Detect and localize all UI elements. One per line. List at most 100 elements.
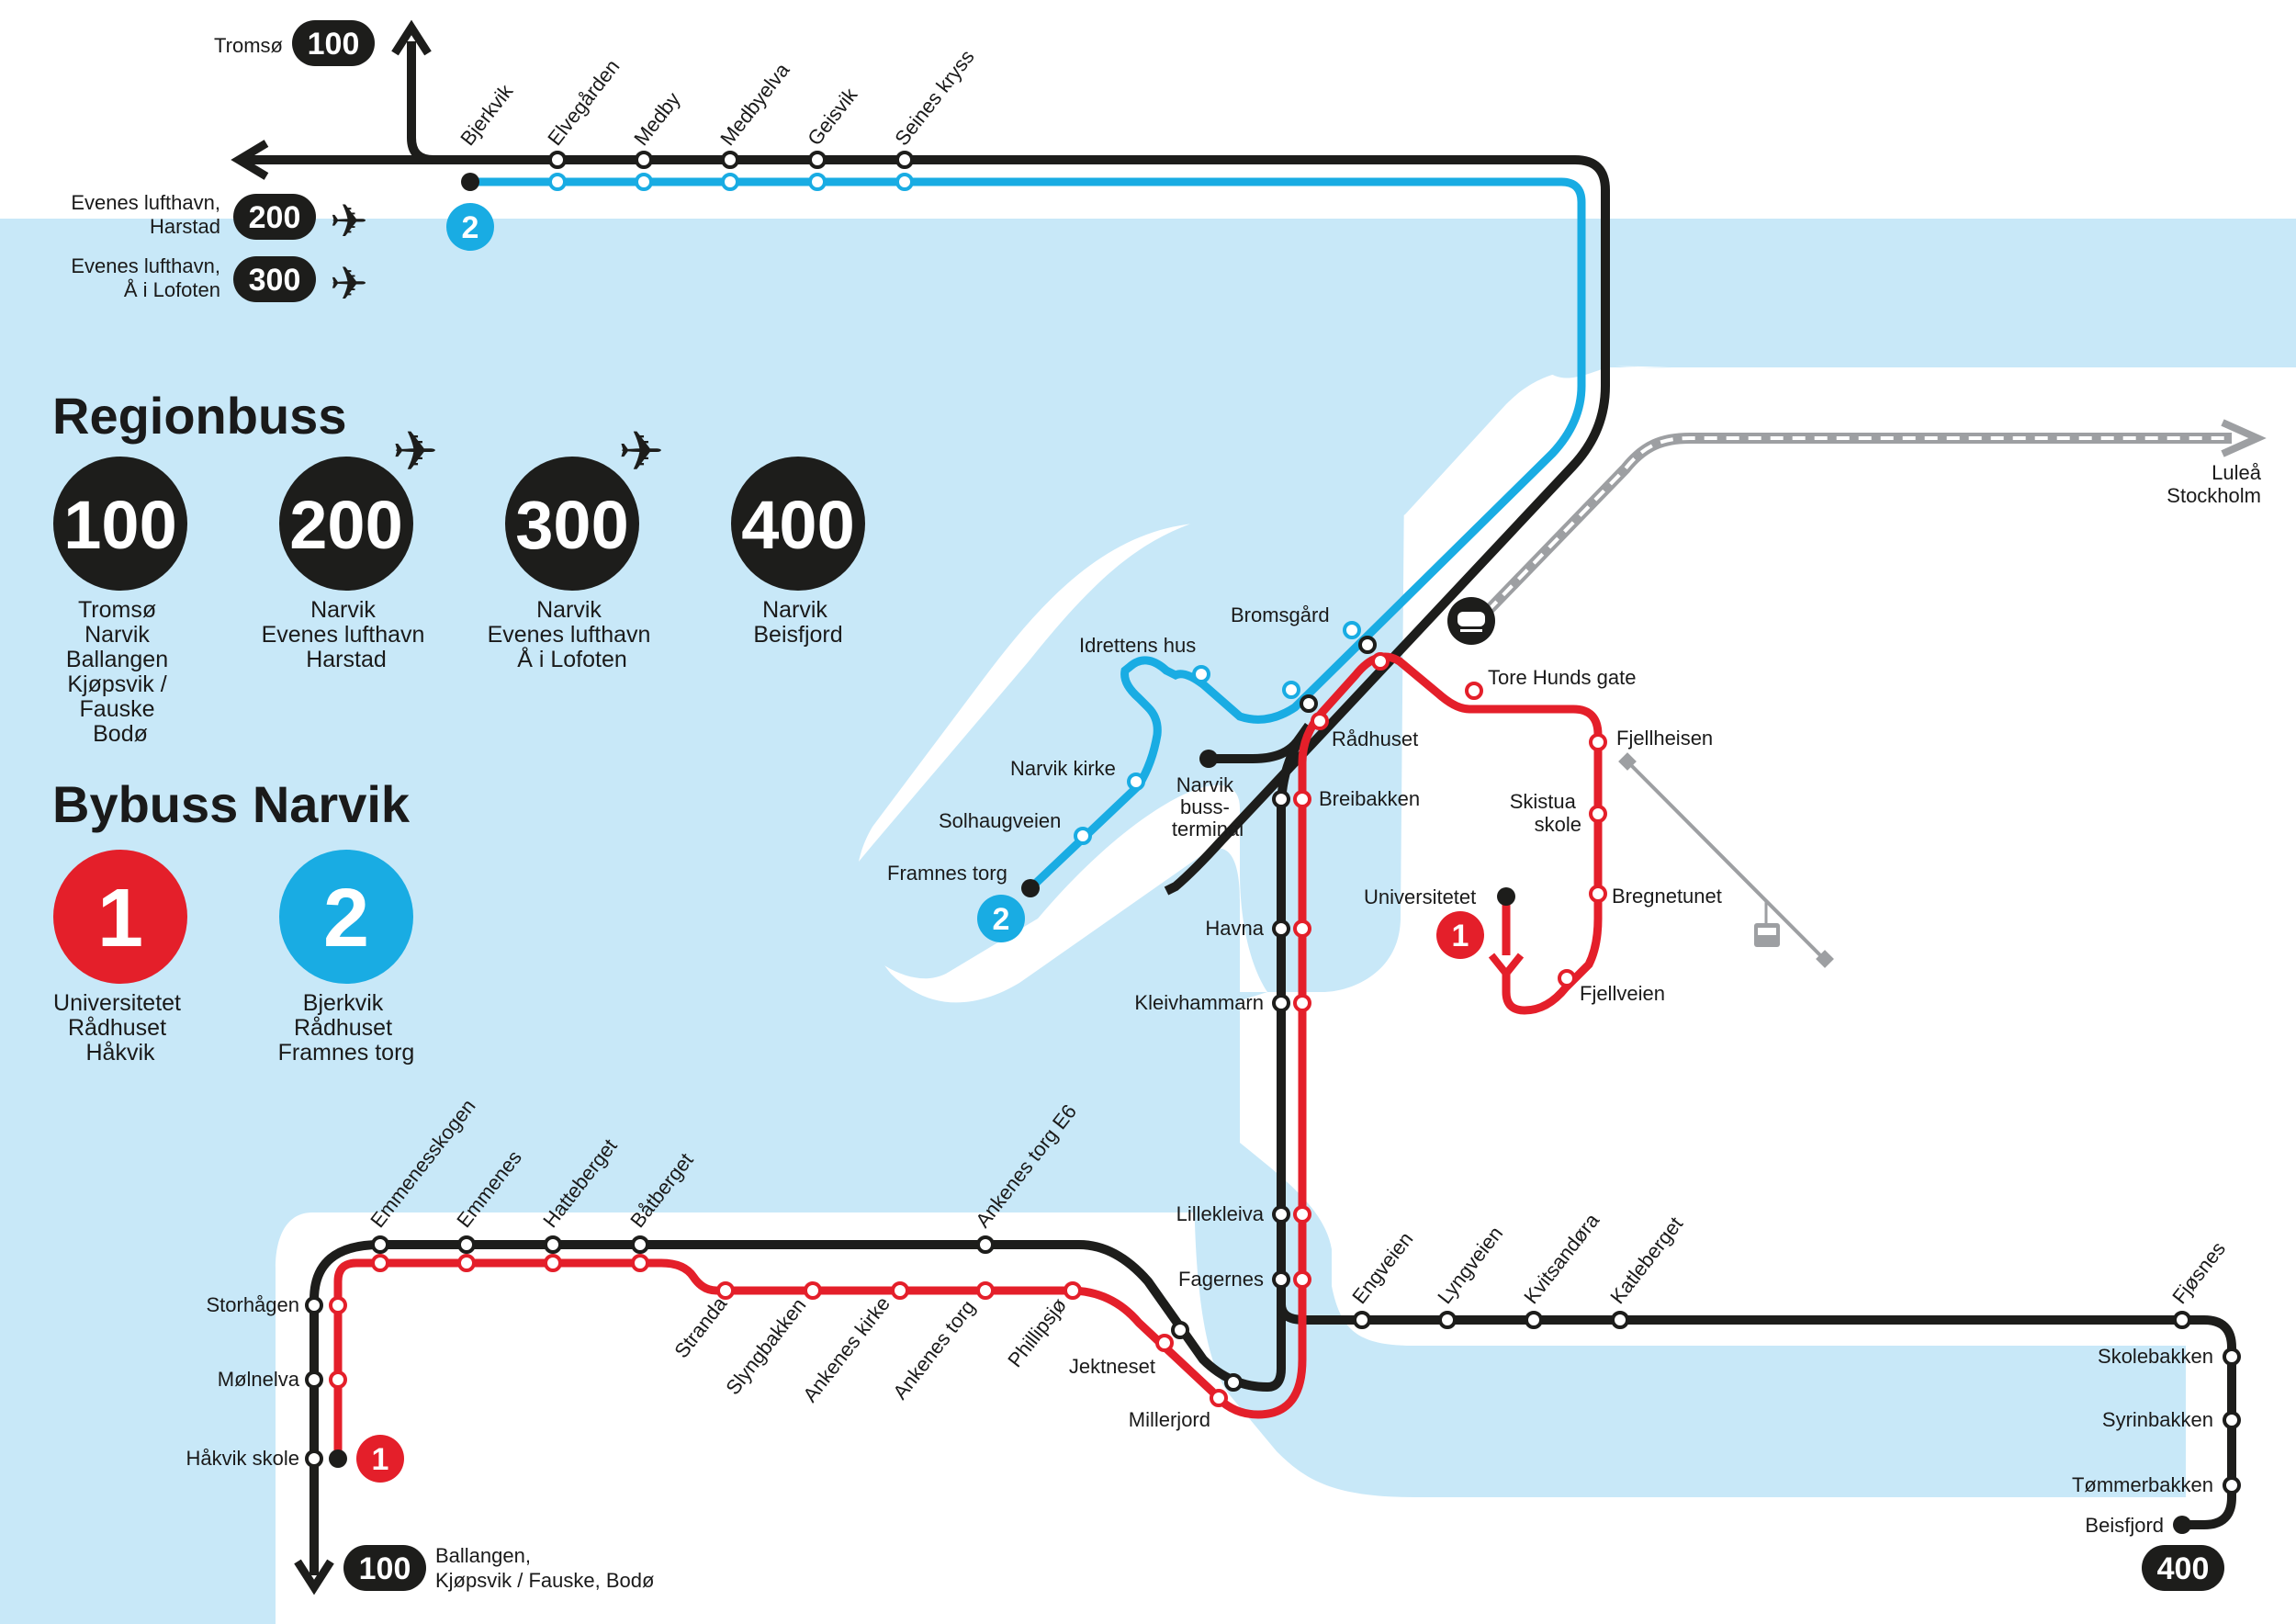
terminus-terminal — [1199, 750, 1218, 768]
stop-dot — [2173, 1311, 2191, 1329]
stop-dot — [1272, 1205, 1290, 1224]
station-skolebakken: Skolebakken — [2098, 1345, 2213, 1368]
stop-dot — [631, 1235, 649, 1254]
svg-text:200: 200 — [289, 487, 402, 563]
svg-text:Ballangen,Kjøpsvik / Fauske, B: Ballangen,Kjøpsvik / Fauske, Bodø — [435, 1544, 654, 1592]
terminus-hakvik — [329, 1449, 347, 1468]
stop-dot — [1300, 694, 1318, 713]
badge-blue-framnes: 2 — [977, 895, 1025, 942]
stop-dot — [1272, 790, 1290, 808]
station-ankenes-torg: Ankenes torg — [888, 1296, 980, 1404]
stop-dot — [1343, 621, 1361, 639]
svg-text:300: 300 — [249, 263, 301, 298]
station-radhuset: Rådhuset — [1332, 727, 1418, 750]
stop-dot — [2223, 1348, 2241, 1366]
stop-dot — [1074, 827, 1092, 845]
station-fjellveien: Fjellveien — [1580, 982, 1665, 1005]
svg-text:Universitetet Rådhuset: Universitetet Rådhuset Håkvik — [53, 990, 187, 1066]
arrow-left-icon — [231, 140, 269, 180]
airplane-icon: ✈ — [330, 257, 368, 310]
destination-south: 100 Ballangen,Kjøpsvik / Fauske, Bodø — [343, 1544, 654, 1592]
stop-dot — [1371, 652, 1390, 671]
station-storhagen: Storhågen — [206, 1293, 299, 1316]
station-medbyelva: Medbyelva — [715, 58, 794, 150]
stop-dot — [548, 151, 567, 169]
station-fjellheisen: Fjellheisen — [1616, 727, 1713, 750]
badge-blue-bjerkvik: 2 — [446, 203, 494, 251]
arrow-down-icon — [294, 1559, 334, 1596]
rail-line — [1447, 419, 2267, 645]
stop-dot — [1064, 1281, 1082, 1300]
svg-text:Narvik Evenes lufthavn: Narvik Evenes lufthavn Harstad — [262, 597, 432, 672]
station-stranda: Stranda — [670, 1291, 732, 1362]
stop-dot — [1272, 1270, 1290, 1289]
stop-dot — [976, 1281, 995, 1300]
station-geisvik: Geisvik — [803, 83, 862, 150]
line-red-1 — [333, 652, 1603, 1459]
stop-dot — [2223, 1411, 2241, 1429]
badge-red-universitetet: 1 — [1436, 911, 1484, 959]
stop-dot — [1611, 1311, 1629, 1329]
station-fjosnes: Fjøsnes — [2167, 1237, 2230, 1308]
station-lillekleiva: Lillekleiva — [1176, 1202, 1265, 1225]
airplane-icon: ✈ — [330, 195, 368, 248]
station-idrettens-hus: Idrettens hus — [1079, 634, 1196, 657]
station-fagernes: Fagernes — [1178, 1268, 1264, 1291]
station-molnelva: Mølnelva — [218, 1368, 300, 1391]
station-bregnetunet: Bregnetunet — [1612, 885, 1722, 908]
svg-text:100: 100 — [359, 1551, 411, 1586]
stop-dot — [329, 1370, 347, 1389]
svg-text:Narvik Beisfjord: Narvik Beisfjord — [753, 597, 842, 648]
stop-dot — [1127, 773, 1145, 791]
svg-text:2: 2 — [323, 873, 369, 964]
stop-dot — [721, 151, 739, 169]
stop-dot — [895, 151, 914, 169]
station-millerjord: Millerjord — [1129, 1408, 1210, 1431]
stop-dot — [1293, 790, 1311, 808]
svg-text:100: 100 — [63, 487, 176, 563]
terminus-beisfjord — [2173, 1516, 2191, 1534]
station-jektneset: Jektneset — [1069, 1355, 1155, 1378]
stop-dot — [1155, 1334, 1174, 1352]
stop-dot — [1589, 885, 1607, 903]
airplane-icon: ✈ — [618, 420, 664, 484]
legend-region-100: 100 Tromsø Narvik Ballangen Kjøpsvik / F… — [53, 457, 187, 747]
station-hakvik-skole: Håkvik skole — [186, 1447, 299, 1470]
line-black-north — [241, 155, 1610, 896]
legend-city-1: 1 Universitetet Rådhuset Håkvik — [53, 850, 187, 1066]
station-elvegarden: Elvegården — [543, 55, 624, 150]
stop-dot — [1311, 712, 1329, 730]
arrow-right-icon — [2221, 419, 2267, 457]
station-solhaugveien: Solhaugveien — [939, 809, 1061, 832]
stop-dot — [548, 173, 567, 191]
stop-dot — [631, 1254, 649, 1272]
station-framnes-torg: Framnes torg — [887, 862, 1007, 885]
stop-dot — [721, 173, 739, 191]
station-kleivhammarn: Kleivhammarn — [1134, 991, 1264, 1014]
stop-dot — [305, 1370, 323, 1389]
stop-dot — [1465, 682, 1483, 700]
station-ankenes-kirke: Ankenes kirke — [798, 1292, 895, 1406]
svg-text:1: 1 — [1452, 919, 1469, 953]
destination-beisfjord: 400 — [2142, 1545, 2224, 1591]
svg-text:Evenes lufthavn,Harstad: Evenes lufthavn,Harstad — [71, 191, 220, 238]
station-lyngveien: Lyngveien — [1433, 1222, 1507, 1308]
stop-dot — [305, 1296, 323, 1314]
svg-text:Narvik Evenes lufthavn: Narvik Evenes lufthavn Å i Lofoten — [488, 597, 658, 672]
stop-dot — [329, 1296, 347, 1314]
stop-dot — [1293, 919, 1311, 938]
station-kvitsandora: Kvitsandøra — [1519, 1209, 1604, 1308]
stop-dot — [1171, 1321, 1189, 1339]
station-dots — [305, 151, 2241, 1494]
heading-bybuss: Bybuss Narvik — [52, 775, 411, 833]
legend-city-2: 2 Bjerkvik Rådhuset Framnes torg — [278, 850, 414, 1066]
station-katleberget: Katleberget — [1605, 1212, 1687, 1308]
stop-dot — [976, 1235, 995, 1254]
svg-text:400: 400 — [2157, 1551, 2210, 1586]
stop-dot — [371, 1235, 389, 1254]
svg-text:100: 100 — [308, 27, 360, 62]
line-black-beisfjord — [1277, 1281, 2236, 1529]
